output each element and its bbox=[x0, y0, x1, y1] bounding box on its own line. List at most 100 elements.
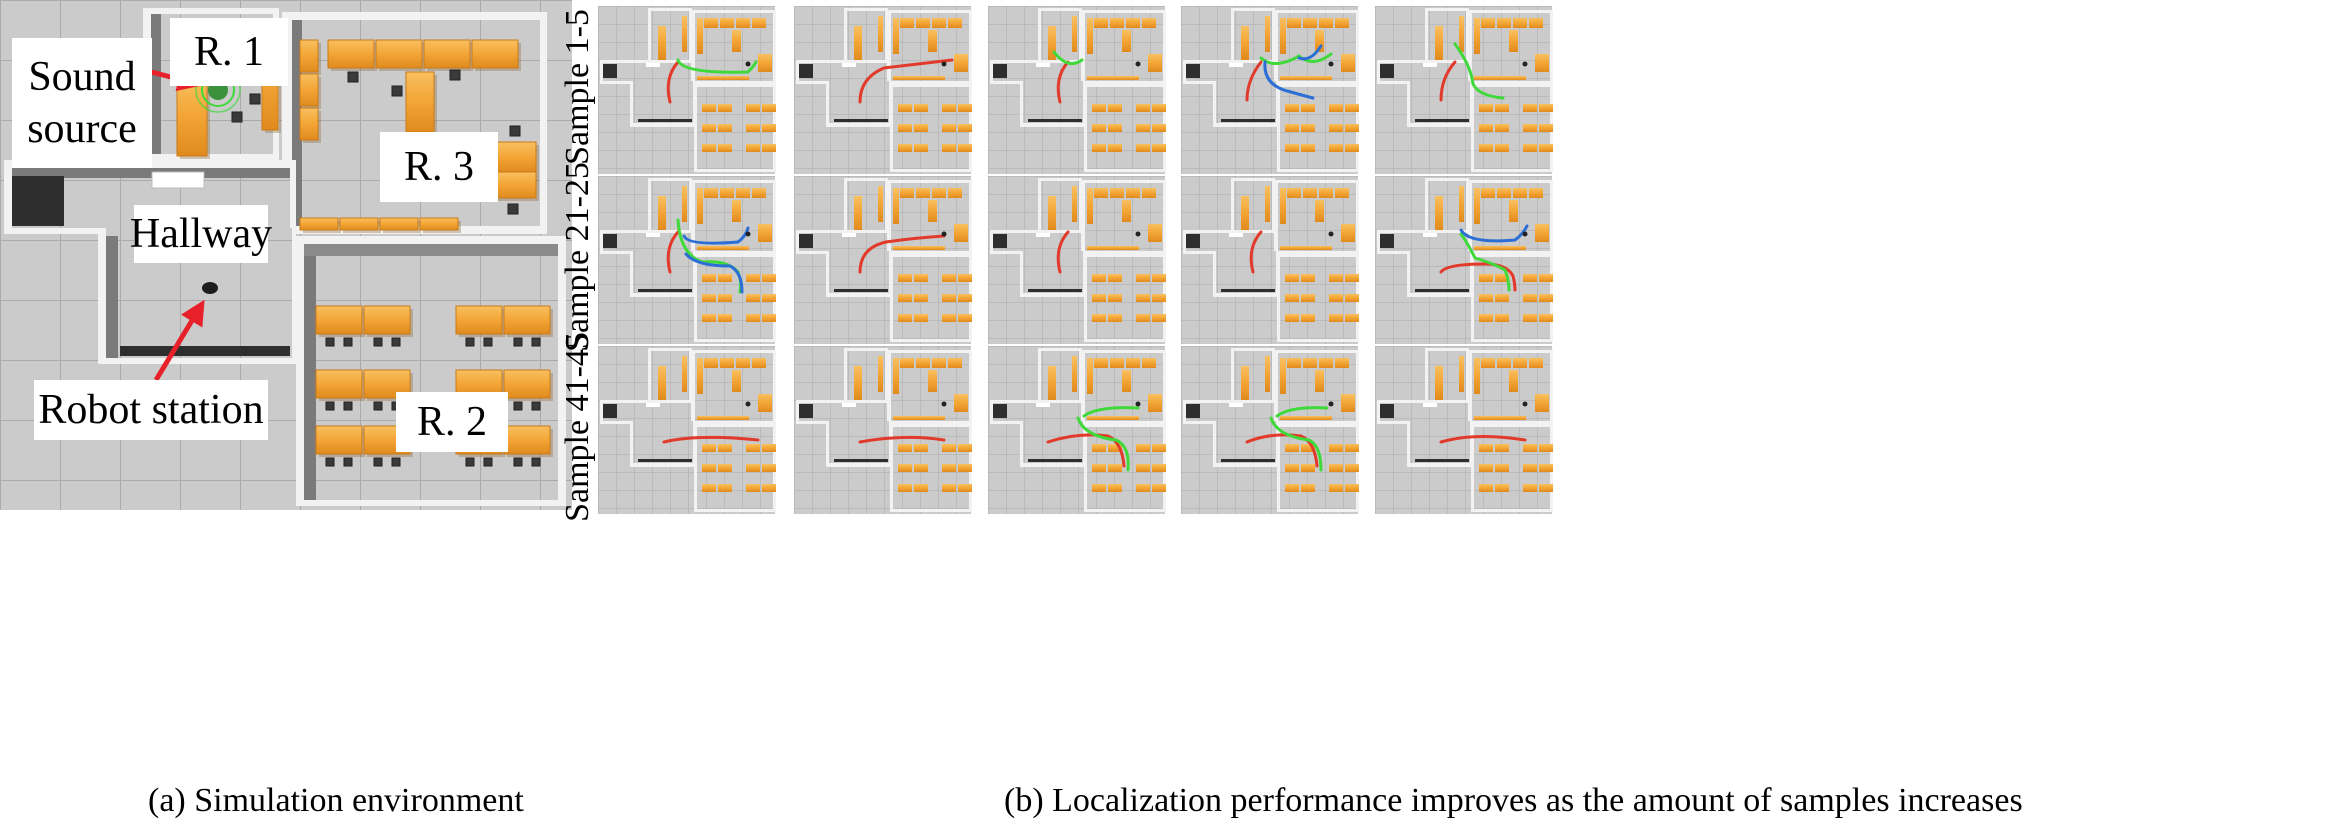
map-r3-c4-room-3-desk-3 bbox=[1319, 358, 1333, 368]
map-r1-c5-hallway-bottom-floor bbox=[1410, 81, 1470, 123]
room-2-chair-24 bbox=[531, 457, 541, 467]
map-r1-c1 bbox=[598, 6, 776, 174]
map-r2-c3-room-2-desk-11 bbox=[1136, 314, 1150, 322]
map-r1-c1-room-2-desk-9 bbox=[702, 144, 716, 152]
map-r1-c4-room-3-desk-3 bbox=[1319, 18, 1333, 28]
room-2-desk-12 bbox=[503, 425, 551, 455]
map-r3-c2-room-2-desk-5 bbox=[898, 464, 912, 472]
map-r3-c3-room-2-desk-1 bbox=[1092, 444, 1106, 452]
map-r2-c4-room-2-desk-8 bbox=[1345, 294, 1359, 302]
map-r1-c4-room-2-desk-8 bbox=[1345, 124, 1359, 132]
map-r3-c2-room-3-desk-3 bbox=[932, 358, 946, 368]
map-r1-c5-room-2-desk-8 bbox=[1539, 124, 1553, 132]
map-r3-c1-room-2-desk-9 bbox=[702, 484, 716, 492]
map-r3-c4-hallway-bench bbox=[1229, 403, 1243, 407]
map-r1-c4-room-2-desk-11 bbox=[1329, 144, 1343, 152]
map-r3-c3-hallway-top-floor bbox=[993, 403, 1081, 421]
map-r1-c4-room-2-desk-6 bbox=[1301, 124, 1315, 132]
room-2-wall-shadow-top bbox=[304, 244, 558, 256]
room-2-chair-6 bbox=[343, 401, 353, 411]
map-r1-c5-room-2-desk-12 bbox=[1539, 144, 1553, 152]
map-r2-c5-room-2-desk-7 bbox=[1523, 294, 1537, 302]
map-r2-c3-trajectory-1 bbox=[1056, 230, 1070, 274]
room-2-desk-5 bbox=[315, 425, 363, 455]
map-r2-c4-room-3-desk-1 bbox=[1287, 188, 1301, 198]
room-2-chair-14 bbox=[483, 337, 493, 347]
robot-station-arrow bbox=[153, 299, 205, 382]
map-r3-c4-room-3-desk-2 bbox=[1303, 358, 1317, 368]
room-2-chair-5 bbox=[325, 401, 335, 411]
map-r2-c4-target-dot bbox=[1328, 231, 1334, 237]
panel-b-localization-grid bbox=[598, 6, 1553, 514]
map-r1-c3-room-2-desk-8 bbox=[1152, 124, 1166, 132]
map-r3-c2-room-3-desk-left bbox=[893, 358, 899, 394]
map-r3-c5-room-2-desk-7 bbox=[1523, 464, 1537, 472]
map-r1-c1-hallway-door bbox=[603, 64, 617, 78]
map-r1-c1-hallway-bottom-floor bbox=[633, 81, 693, 123]
map-r3-c4-trajectory-3 bbox=[1269, 416, 1323, 472]
map-r2-c3-room-3-desk-2 bbox=[1110, 188, 1124, 198]
map-r2-c1-room-3-desk-2 bbox=[720, 188, 734, 198]
map-r2-c2-room-2-desk-4 bbox=[958, 274, 972, 282]
map-r3-c4-hallway-vent bbox=[1221, 459, 1275, 462]
map-r3-c1-room-1-desk-2 bbox=[682, 356, 687, 392]
map-r3-c3-hallway-vent bbox=[1028, 459, 1082, 462]
map-r2-c3-room-2-desk-9 bbox=[1092, 314, 1106, 322]
map-r2-c3-room-2-desk-6 bbox=[1108, 294, 1122, 302]
map-r3-c3-room-2-desk-4 bbox=[1152, 444, 1166, 452]
room-3-desk-bottom-4 bbox=[419, 217, 459, 231]
map-r2-c1-room-2-desk-12 bbox=[762, 314, 776, 322]
map-r2-c4-room-2-desk-12 bbox=[1345, 314, 1359, 322]
map-r3-c3-room-2-desk-8 bbox=[1152, 464, 1166, 472]
room-2-chair-22 bbox=[483, 457, 493, 467]
map-r3-c1-room-2-desk-7 bbox=[746, 464, 760, 472]
hallway-wall-shadow-top bbox=[12, 168, 290, 178]
map-r1-c1-trajectory-1 bbox=[666, 60, 680, 104]
map-r1-c3-room-2-desk-7 bbox=[1136, 124, 1150, 132]
map-r3-c1-room-2-desk-12 bbox=[762, 484, 776, 492]
robot-marker bbox=[202, 282, 218, 294]
room-2-label-text: R. 2 bbox=[416, 398, 487, 445]
map-r3-c4-room-2-desk-4 bbox=[1345, 444, 1359, 452]
caption-a: (a) Simulation environment bbox=[148, 782, 524, 819]
map-r3-c4-room-2-desk-7 bbox=[1329, 464, 1343, 472]
map-r1-c1-room-1-desk bbox=[658, 26, 666, 60]
map-r1-c4-hallway-bottom-floor bbox=[1216, 81, 1276, 123]
map-r2-c3-room-3-desk-center bbox=[1122, 200, 1131, 222]
map-r1-c2-room-3-desk-3 bbox=[932, 18, 946, 28]
map-r2-c4-hallway-vent bbox=[1221, 289, 1275, 292]
map-r2-c1-room-3-desk-bottom bbox=[697, 246, 749, 250]
map-r2-c3-hallway-bench bbox=[1036, 233, 1050, 237]
map-r1-c2-room-1-desk-2 bbox=[878, 16, 883, 52]
map-r2-c1-room-3-desk-center bbox=[732, 200, 741, 222]
map-r2-c2-room-2-desk-8 bbox=[958, 294, 972, 302]
map-r2-c3-room-1-desk bbox=[1048, 196, 1056, 230]
map-r3-c3-room-2-desk-11 bbox=[1136, 484, 1150, 492]
map-r1-c2-room-3-desk-center bbox=[928, 30, 937, 52]
map-r1-c3-room-3-desk-left bbox=[1087, 18, 1093, 54]
map-r1-c3-room-2-desk-6 bbox=[1108, 124, 1122, 132]
map-r3-c1-room-2-desk-11 bbox=[746, 484, 760, 492]
map-r3-c4-room-3-desk-1 bbox=[1287, 358, 1301, 368]
map-r2-c3-room-2-desk-7 bbox=[1136, 294, 1150, 302]
map-r3-c2-room-3-desk-bottom bbox=[893, 416, 945, 420]
map-r1-c5-hallway-door bbox=[1380, 64, 1394, 78]
map-r2-c5-room-2-desk-3 bbox=[1523, 274, 1537, 282]
map-r3-c5-room-2-desk-3 bbox=[1523, 444, 1537, 452]
hallway-door bbox=[12, 176, 64, 226]
room-3-desk-top-1 bbox=[327, 39, 375, 69]
map-r2-c1-hallway-door bbox=[603, 234, 617, 248]
map-r1-c2-room-1-desk bbox=[854, 26, 862, 60]
map-r1-c2-room-2-desk-10 bbox=[914, 144, 928, 152]
map-r3-c3-room-3-desk-3 bbox=[1126, 358, 1140, 368]
map-r1-c4-room-2-desk-4 bbox=[1345, 104, 1359, 112]
map-r2-c1-target-dot bbox=[745, 231, 751, 237]
map-r2-c1-room-1-desk bbox=[658, 196, 666, 230]
map-r3-c2-room-1-desk bbox=[854, 366, 862, 400]
map-r2-c4-room-1-desk-2 bbox=[1265, 186, 1270, 222]
map-r2-c2-room-3-desk-left bbox=[893, 188, 899, 224]
map-r2-c2-room-2-desk-1 bbox=[898, 274, 912, 282]
map-r3-c3-room-3-desk-bottom bbox=[1087, 416, 1139, 420]
map-r2-c3-room-2-desk-3 bbox=[1136, 274, 1150, 282]
map-r3-c3-room-1-desk-2 bbox=[1072, 356, 1077, 392]
